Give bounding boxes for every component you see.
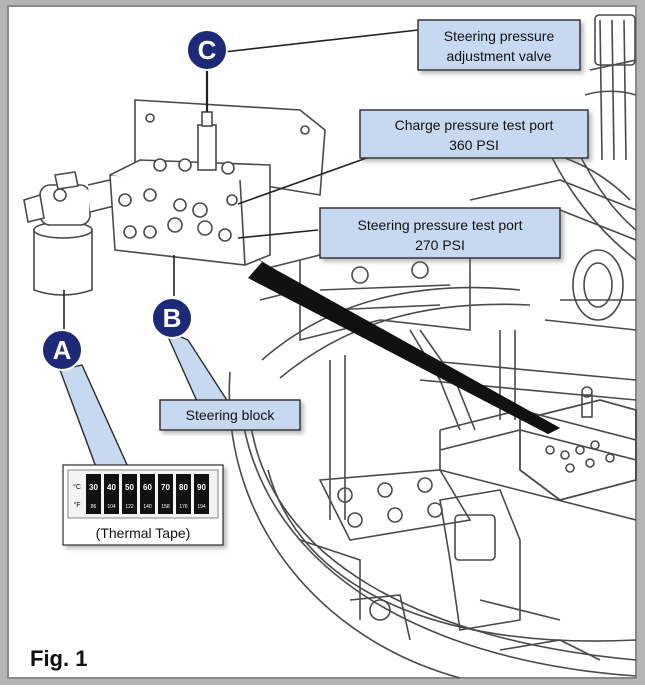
- callout-c: C: [186, 29, 228, 71]
- steering-port-line2: 270 PSI: [415, 237, 465, 253]
- steering-valve-line1: Steering pressure: [444, 28, 555, 44]
- tape-cell: [104, 474, 119, 514]
- label-steering-port: Steering pressure test port 270 PSI: [319, 207, 561, 259]
- callout-c-letter: C: [198, 35, 217, 65]
- inner-panel: [8, 6, 636, 678]
- tape-celsius-value: 60: [143, 483, 152, 492]
- steering-block-art: [109, 68, 326, 266]
- figure-label: Fig. 1: [30, 646, 87, 671]
- charge-port-line2: 360 PSI: [449, 137, 499, 153]
- steering-port-line1: Steering pressure test port: [358, 217, 523, 233]
- callout-a-letter: A: [53, 335, 72, 365]
- tape-fahrenheit-value: 194: [197, 504, 206, 510]
- label-steering-valve: Steering pressure adjustment valve: [417, 19, 581, 71]
- celsius-unit: °C: [73, 483, 81, 491]
- tape-celsius-value: 70: [161, 483, 170, 492]
- tape-celsius-value: 80: [179, 483, 188, 492]
- label-steering-block: Steering block: [159, 399, 301, 431]
- tape-cell: [122, 474, 137, 514]
- tape-celsius-value: 30: [89, 483, 98, 492]
- tape-cell: [176, 474, 191, 514]
- fahrenheit-unit: °F: [73, 501, 80, 509]
- leader-lines: [223, 29, 419, 239]
- tape-cell: [194, 474, 209, 514]
- tape-fahrenheit-value: 86: [91, 504, 97, 510]
- tape-cell: [140, 474, 155, 514]
- tape-fahrenheit-value: 176: [179, 504, 188, 510]
- thermal-tape-card: °C °F 30 86 40 104 50 122 60 140 70 158 80 176 90 194…: [62, 464, 224, 546]
- tape-cell: [86, 474, 101, 514]
- label-charge-port: Charge pressure test port 360 PSI: [359, 109, 589, 159]
- tape-celsius-value: 40: [107, 483, 116, 492]
- charge-port-line1: Charge pressure test port: [395, 117, 554, 133]
- tape-fahrenheit-value: 104: [107, 504, 116, 510]
- thermal-tape-caption: (Thermal Tape): [96, 525, 191, 541]
- tape-fahrenheit-value: 158: [161, 504, 170, 510]
- callout-a: A: [41, 329, 83, 371]
- tape-celsius-value: 50: [125, 483, 134, 492]
- tape-fahrenheit-value: 140: [143, 504, 152, 510]
- tape-cell: [158, 474, 173, 514]
- callout-b: B: [151, 297, 193, 339]
- steering-block-label: Steering block: [186, 407, 276, 423]
- tape-celsius-value: 90: [197, 483, 206, 492]
- tape-fahrenheit-value: 122: [125, 504, 134, 510]
- callout-b-letter: B: [163, 303, 182, 333]
- steering-valve-line2: adjustment valve: [446, 48, 551, 64]
